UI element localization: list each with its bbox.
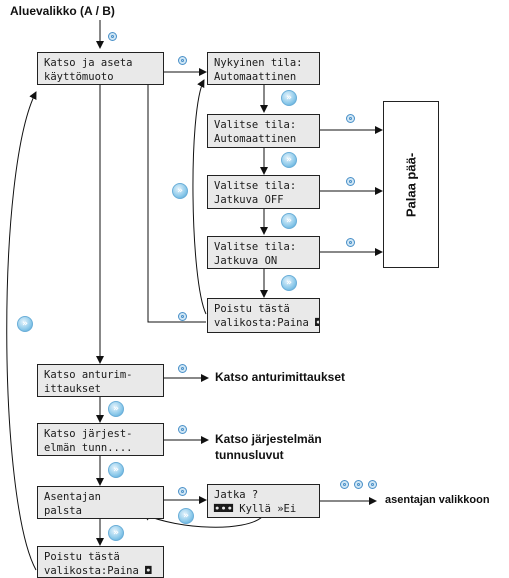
line-1: Asentajan xyxy=(44,491,101,503)
next-button-icon: » xyxy=(178,508,194,524)
line-2: ◘◘◘ Kyllä »Ei xyxy=(214,503,297,515)
menu-item-asentaja[interactable]: Asentajan palsta xyxy=(37,486,164,519)
menu-item-valitse-auto[interactable]: Valitse tila: Automaattinen xyxy=(207,114,320,148)
output-jarjest-2: tunnusluvut xyxy=(215,448,284,462)
line-1: Valitse tila: xyxy=(214,119,297,131)
arrow-poistu-back xyxy=(144,77,206,323)
line-2: valikosta:Paina ◘ xyxy=(214,317,320,329)
next-button-icon: » xyxy=(281,275,297,291)
ok-button-icon xyxy=(346,177,355,186)
ok-button-icon xyxy=(178,364,187,373)
ok-button-icon xyxy=(178,425,187,434)
menu-item-jatka[interactable]: Jatka ? ◘◘◘ Kyllä »Ei xyxy=(207,484,320,518)
line-2: palsta xyxy=(44,505,82,517)
menu-item-valitse-on[interactable]: Valitse tila: Jatkuva ON xyxy=(207,236,320,269)
line-1: Katso järjest- xyxy=(44,428,133,440)
ok-button-icon xyxy=(340,480,349,489)
line-2: elmän tunn.... xyxy=(44,442,133,454)
next-button-icon: » xyxy=(281,213,297,229)
line-2: ittaukset xyxy=(44,383,101,395)
next-button-icon: » xyxy=(281,152,297,168)
menu-item-valitse-off[interactable]: Valitse tila: Jatkuva OFF xyxy=(207,175,320,209)
next-button-icon: » xyxy=(108,401,124,417)
line-1: Nykyinen tila: xyxy=(214,57,303,69)
ok-button-icon xyxy=(178,487,187,496)
line-2: Automaattinen xyxy=(214,133,297,145)
ok-button-icon xyxy=(368,480,377,489)
ok-button-icon xyxy=(178,312,187,321)
menu-item-nykyinen[interactable]: Nykyinen tila: Automaattinen xyxy=(207,52,320,85)
line-2: valikosta:Paina ◘ xyxy=(44,565,152,577)
ok-button-icon xyxy=(354,480,363,489)
line-2: Jatkuva ON xyxy=(214,255,278,267)
line-1: Valitse tila: xyxy=(214,180,297,192)
menu-item-jarjest[interactable]: Katso järjest- elmän tunn.... xyxy=(37,423,164,456)
arrow-big-loop xyxy=(6,91,37,571)
line-1: Katso ja aseta xyxy=(44,57,133,69)
ok-button-icon xyxy=(346,238,355,247)
output-anturi: Katso anturimittaukset xyxy=(215,370,346,384)
side-box-label: Palaa pää- xyxy=(403,152,419,217)
menu-item-poistu-sub[interactable]: Poistu tästä valikosta:Paina ◘ xyxy=(207,298,320,333)
line-2: Jatkuva OFF xyxy=(214,194,284,206)
line-2: käyttömuoto xyxy=(44,71,114,83)
line-1: Poistu tästä xyxy=(214,303,290,315)
line-1: Katso anturim- xyxy=(44,369,133,381)
next-button-icon: » xyxy=(108,462,124,478)
next-button-icon: » xyxy=(17,316,33,332)
line-1: Valitse tila: xyxy=(214,241,297,253)
output-jarjest-1: Katso järjestelmän xyxy=(215,432,322,446)
ok-button-icon xyxy=(108,32,117,41)
next-button-icon: » xyxy=(281,90,297,106)
output-asentaja: asentajan valikkoon xyxy=(385,494,490,506)
diagram-title: Aluevalikko (A / B) xyxy=(10,4,115,18)
side-box-palaa: Palaa pää- xyxy=(383,101,439,268)
ok-button-icon xyxy=(346,114,355,123)
line-1: Jatka ? xyxy=(214,489,259,501)
next-button-icon: » xyxy=(172,183,188,199)
line-2: Automaattinen xyxy=(214,71,297,83)
arrow-loop-up xyxy=(192,79,207,315)
line-1: Poistu tästä xyxy=(44,551,120,563)
ok-button-icon xyxy=(178,56,187,65)
menu-item-anturi[interactable]: Katso anturim- ittaukset xyxy=(37,364,164,397)
menu-item-katso-aseta[interactable]: Katso ja aseta käyttömuoto xyxy=(37,52,164,85)
next-button-icon: » xyxy=(108,525,124,541)
menu-item-poistu-main[interactable]: Poistu tästä valikosta:Paina ◘ xyxy=(37,546,164,578)
